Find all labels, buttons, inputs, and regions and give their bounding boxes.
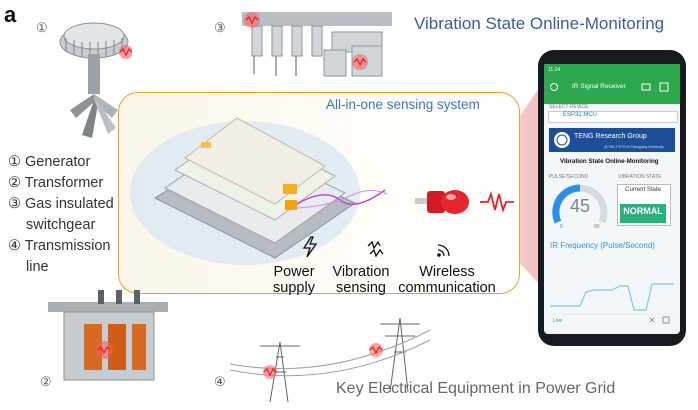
panel-label: a [4,2,17,27]
sensing-title: All-in-one sensing system [326,97,480,112]
power-caption-line2: supply [273,280,315,296]
app-actions-icon[interactable] [640,82,670,92]
equipment-item-line: ④ Transmission [8,238,111,254]
ir-signal-icon [480,190,514,214]
equipment-item-switchgear: ③ Gas insulated [8,196,114,212]
group-title: TENG Research Group [574,133,647,140]
current-state-label: Current State [625,187,661,193]
gauge-value: 45 [569,196,591,216]
transformer-icon [48,290,168,381]
transmission-tower-icon [230,317,431,403]
switchgear-number: ③ [214,20,226,35]
app-bar [544,64,680,104]
vibration-icon [367,240,384,258]
vibration-caption-line2: sensing [336,280,386,296]
state-badge [620,204,666,223]
screen-title: Vibration State Online-Monitoring [560,158,659,165]
select-device-label: SELECT DEVICE [549,104,589,110]
university-logo-icon [554,132,570,148]
vibration-sensing-caption: Vibration sensing [326,264,396,296]
gauge-max: 90 [594,224,600,230]
switchgear-icon [242,12,392,77]
wireless-caption-line2: communication [398,280,496,296]
live-tab[interactable]: Live [553,318,563,324]
transformer-number: ② [40,374,52,389]
state-value: NORMAL [623,206,663,216]
title-bottom: Key Electrical Equipment in Power Grid [336,380,616,397]
equipment-item-transformer: ② Transformer [8,175,104,191]
sensor-device-icon [130,117,388,265]
title-top: Vibration State Online-Monitoring [414,14,665,33]
generator-icon [59,22,132,138]
equipment-list: ① Generator ② Transformer ③ Gas insulate… [8,152,114,278]
chart-actions-icon[interactable] [648,316,672,324]
gauge-min: 0 [560,224,563,230]
pulse-gauge [552,184,608,224]
line-number: ④ [214,374,226,389]
power-supply-caption: Power supply [262,264,326,296]
led-icon [415,190,469,214]
pulse-label: PULSE/SECOND [549,174,589,180]
ir-frequency-chart [550,283,674,315]
generator-number: ① [36,20,48,35]
device-select[interactable]: ESP32 MCU [548,111,678,123]
wireless-icon [437,244,450,257]
app-title: IR Signal Receiver [572,83,626,90]
wireless-caption: Wireless communication [392,264,502,296]
refresh-icon[interactable] [549,82,559,92]
device-value: ESP32 MCU [563,112,598,118]
lightning-icon [302,236,318,258]
vibration-caption-line1: Vibration [332,264,390,280]
status-time: 11:24 [548,67,561,73]
equipment-item-generator: ① Generator [8,154,91,170]
equipment-item-switchgear-cont: switchgear [26,217,96,233]
group-subtitle: @ SKL-PETS of Chongqing University [604,145,664,149]
power-caption-line1: Power [273,264,315,280]
ir-frequency-title: IR Frequency (Pulse/Second) [550,241,655,250]
wireless-caption-line1: Wireless [419,264,475,280]
equipment-item-line-cont: line [26,259,49,275]
vibration-state-label: VIBRATION STATE [618,174,662,180]
